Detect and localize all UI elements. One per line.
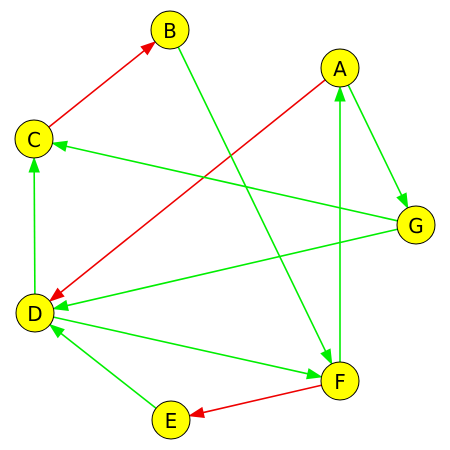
- edge-G-D: [52, 228, 398, 312]
- edge-line-G-C: [66, 145, 398, 222]
- node-circle-E: [151, 400, 191, 440]
- edge-line-B-F: [177, 46, 327, 352]
- node-circle-A: [320, 48, 360, 88]
- edge-G-C: [51, 140, 398, 222]
- node-F: F: [320, 361, 360, 401]
- edge-arrowhead-D-F: [306, 368, 323, 380]
- edge-line-G-D: [66, 228, 398, 307]
- node-label-D: D: [27, 302, 42, 326]
- edge-D-C: [28, 156, 40, 295]
- edge-line-A-D: [60, 79, 326, 293]
- node-C: C: [14, 119, 54, 159]
- node-circle-D: [15, 293, 55, 333]
- edge-arrowhead-G-D: [52, 299, 69, 312]
- edge-A-D: [48, 79, 326, 303]
- edge-E-D: [48, 323, 157, 409]
- edges-layer: [28, 40, 409, 419]
- edge-F-A: [334, 85, 346, 362]
- edge-arrowhead-A-D: [48, 287, 65, 303]
- edge-line-E-D: [60, 332, 157, 409]
- edge-C-B: [48, 40, 157, 128]
- edge-D-F: [53, 316, 323, 380]
- node-D: D: [15, 293, 55, 333]
- node-circle-G: [396, 205, 436, 245]
- node-B: B: [150, 10, 190, 50]
- node-label-G: G: [408, 214, 424, 238]
- node-G: G: [396, 205, 436, 245]
- nodes-layer: A B C D E F G: [14, 10, 436, 440]
- node-circle-F: [320, 361, 360, 401]
- edge-arrowhead-E-D: [48, 323, 65, 339]
- edge-arrowhead-C-B: [140, 40, 157, 56]
- node-label-E: E: [165, 409, 178, 433]
- edge-A-G: [347, 84, 409, 210]
- edge-B-F: [177, 46, 333, 366]
- node-label-C: C: [27, 128, 41, 152]
- node-circle-B: [150, 10, 190, 50]
- node-circle-C: [14, 119, 54, 159]
- edge-line-D-F: [53, 316, 308, 375]
- edge-F-E: [188, 384, 322, 419]
- edge-line-A-G: [347, 84, 403, 196]
- edge-arrowhead-A-G: [396, 192, 409, 210]
- edge-arrowhead-D-C: [28, 156, 40, 173]
- edge-line-C-B: [48, 50, 145, 128]
- node-label-A: A: [333, 57, 347, 81]
- edge-arrowhead-B-F: [320, 348, 333, 366]
- edge-arrowhead-F-E: [188, 406, 205, 419]
- edge-line-F-E: [202, 384, 322, 414]
- edge-arrowhead-F-A: [334, 85, 346, 102]
- node-label-F: F: [334, 370, 346, 394]
- node-A: A: [320, 48, 360, 88]
- node-label-B: B: [163, 19, 177, 43]
- edge-line-D-C: [33, 171, 36, 295]
- node-E: E: [151, 400, 191, 440]
- edge-arrowhead-G-C: [51, 140, 68, 152]
